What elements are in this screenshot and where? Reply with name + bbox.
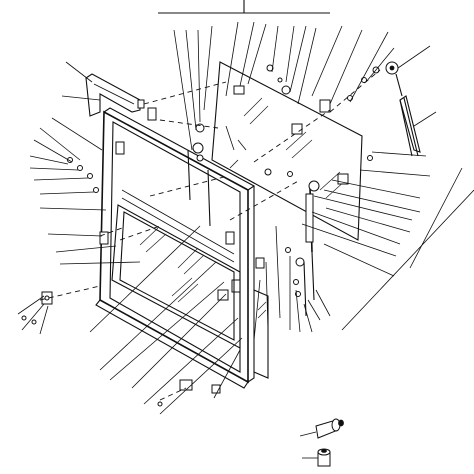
window-frame-icon xyxy=(95,107,256,389)
gas-spring-strut-icon xyxy=(295,180,320,301)
lower-glass-panel-icon xyxy=(111,204,241,349)
hinge-bracket-icon xyxy=(41,107,265,394)
leader-lines xyxy=(17,21,474,415)
assembly-guide-lines xyxy=(39,69,381,401)
top-reference-bracket xyxy=(158,0,330,14)
side-panel-icon xyxy=(253,289,269,379)
rubber-mount-icon xyxy=(299,418,344,439)
rear-glass-panel-icon xyxy=(211,61,363,241)
rod-parts xyxy=(187,149,307,317)
handle-bracket-icon xyxy=(85,73,145,117)
wiper-arm-icon xyxy=(372,61,421,157)
bushing-icon xyxy=(302,448,331,467)
